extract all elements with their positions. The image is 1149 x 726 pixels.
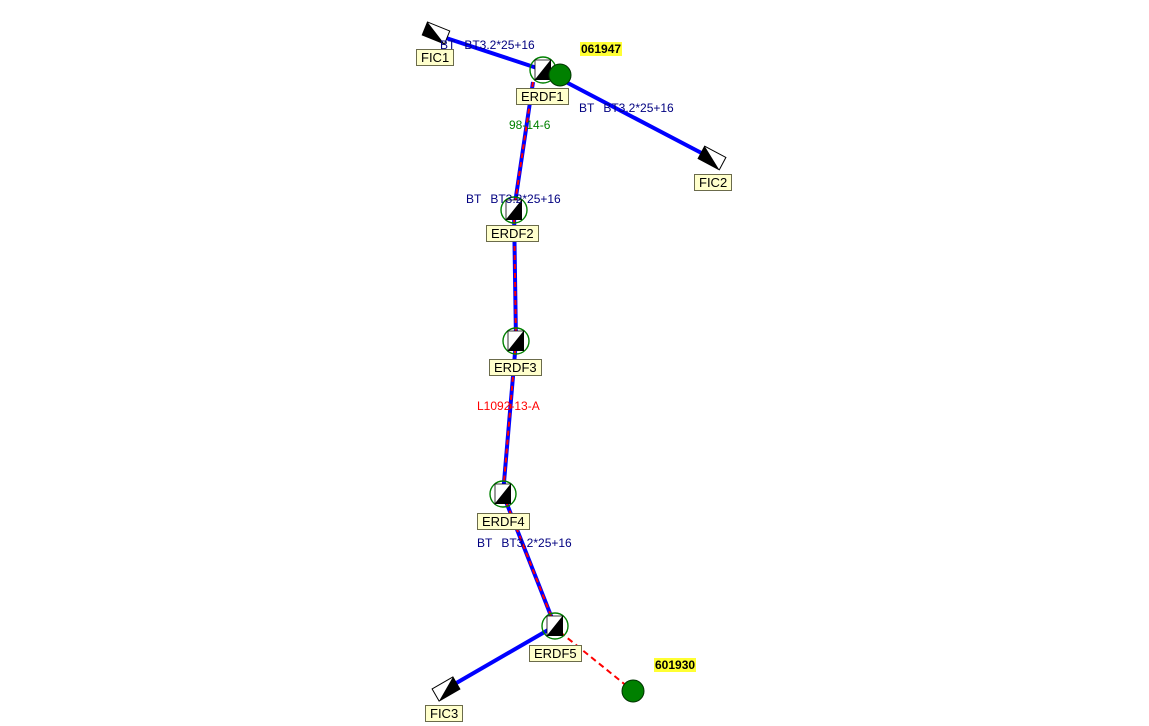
point-id-601930: 601930 bbox=[654, 658, 697, 672]
node-label-erdf1[interactable]: ERDF1 bbox=[516, 88, 569, 105]
split-triangle-cabinet-icon[interactable] bbox=[697, 145, 727, 171]
cable-ref-erdf3-erdf4: L1092-13-A bbox=[477, 399, 540, 413]
link-erdf5-point-601930[interactable] bbox=[559, 631, 634, 692]
point-id-061947: 061947 bbox=[580, 42, 623, 56]
cable-fic1-erdf1[interactable] bbox=[436, 33, 544, 72]
green-dot-icon[interactable] bbox=[621, 679, 645, 703]
circled-split-triangle-icon[interactable] bbox=[502, 327, 530, 355]
node-label-fic1[interactable]: FIC1 bbox=[416, 49, 455, 66]
node-label-erdf5[interactable]: ERDF5 bbox=[529, 645, 582, 662]
green-dot-icon[interactable] bbox=[548, 63, 572, 87]
node-label-erdf4[interactable]: ERDF4 bbox=[477, 513, 530, 530]
node-label-fic3[interactable]: FIC3 bbox=[425, 705, 464, 722]
node-label-fic2[interactable]: FIC2 bbox=[694, 174, 733, 191]
circled-split-triangle-icon[interactable] bbox=[541, 612, 569, 640]
cable-ref-erdf1-erdf2: 98-14-6 bbox=[509, 118, 551, 132]
cables bbox=[436, 33, 712, 692]
cable-erdf5-fic3[interactable] bbox=[444, 624, 557, 691]
circled-split-triangle-icon[interactable] bbox=[489, 480, 517, 508]
split-triangle-cabinet-icon[interactable] bbox=[431, 676, 461, 702]
node-label-erdf3[interactable]: ERDF3 bbox=[489, 359, 542, 376]
cable-erdf1-fic2[interactable] bbox=[542, 68, 712, 160]
node-label-erdf2[interactable]: ERDF2 bbox=[486, 225, 539, 242]
